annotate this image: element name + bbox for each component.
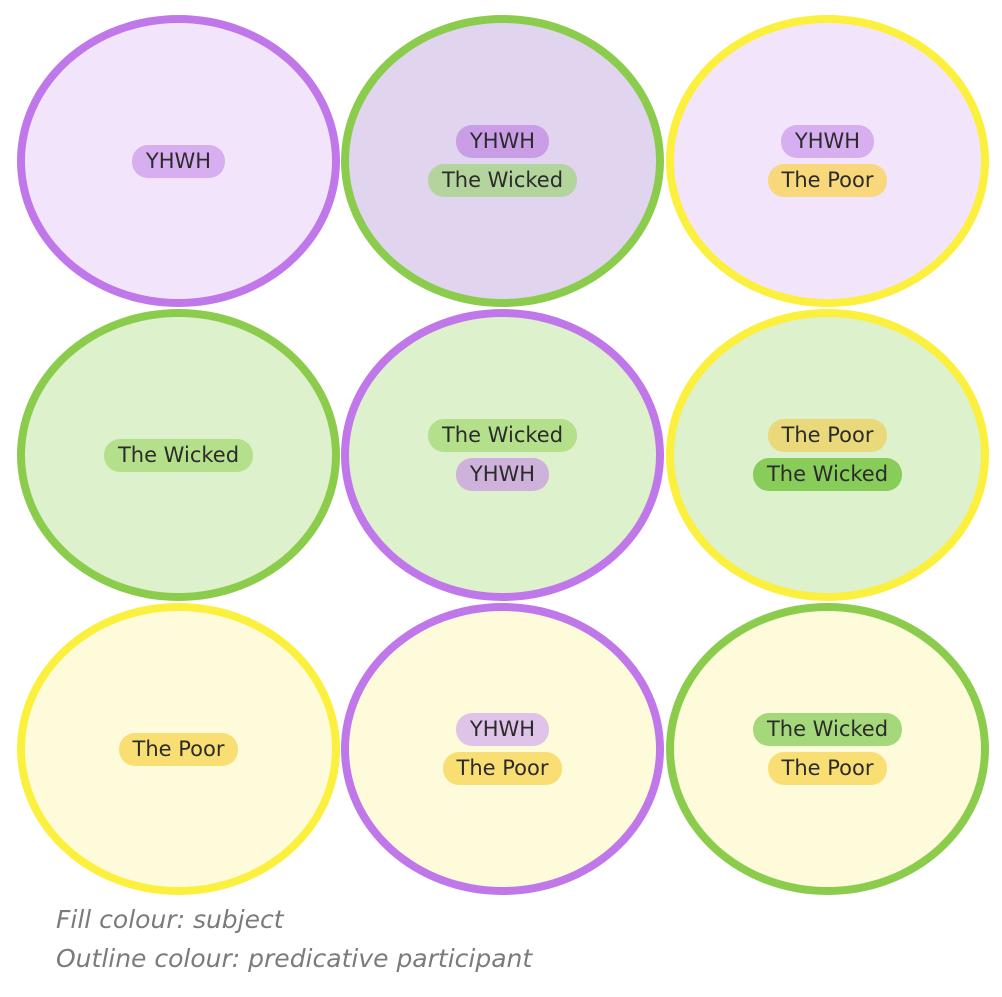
label-the-poor: The Poor [442,752,563,785]
legend: Fill colour: subject Outline colour: pre… [56,900,532,978]
label-the-wicked: The Wicked [752,713,903,746]
label-the-wicked: The Wicked [427,419,578,452]
circle-wicked-yhwh: The Wicked YHWH [341,309,664,601]
circle-poor-yhwh: YHWH The Poor [341,603,664,895]
circle-yhwh-poor: YHWH The Poor [666,15,989,307]
label-yhwh: YHWH [455,125,550,158]
label-yhwh: YHWH [455,713,550,746]
label-the-wicked: The Wicked [427,164,578,197]
label-the-poor: The Poor [767,419,888,452]
circle-yhwh-wicked: YHWH The Wicked [341,15,664,307]
circle-poor-poor: The Poor [17,603,340,895]
label-yhwh: YHWH [131,144,226,178]
label-the-poor: The Poor [767,752,888,785]
legend-fill-line: Fill colour: subject [56,905,284,934]
participant-diagram: YHWH YHWH The Wicked YHWH The Poor The W… [17,15,989,895]
label-the-wicked: The Wicked [103,438,254,472]
label-the-poor: The Poor [767,164,888,197]
circle-wicked-wicked: The Wicked [17,309,340,601]
circle-wicked-poor: The Poor The Wicked [666,309,989,601]
legend-outline-line: Outline colour: predicative participant [56,944,533,973]
circle-poor-wicked: The Wicked The Poor [666,603,989,895]
label-the-wicked: The Wicked [752,458,903,491]
circle-yhwh-yhwh: YHWH [17,15,340,307]
label-the-poor: The Poor [118,732,239,766]
label-yhwh: YHWH [455,458,550,491]
label-yhwh: YHWH [780,125,875,158]
